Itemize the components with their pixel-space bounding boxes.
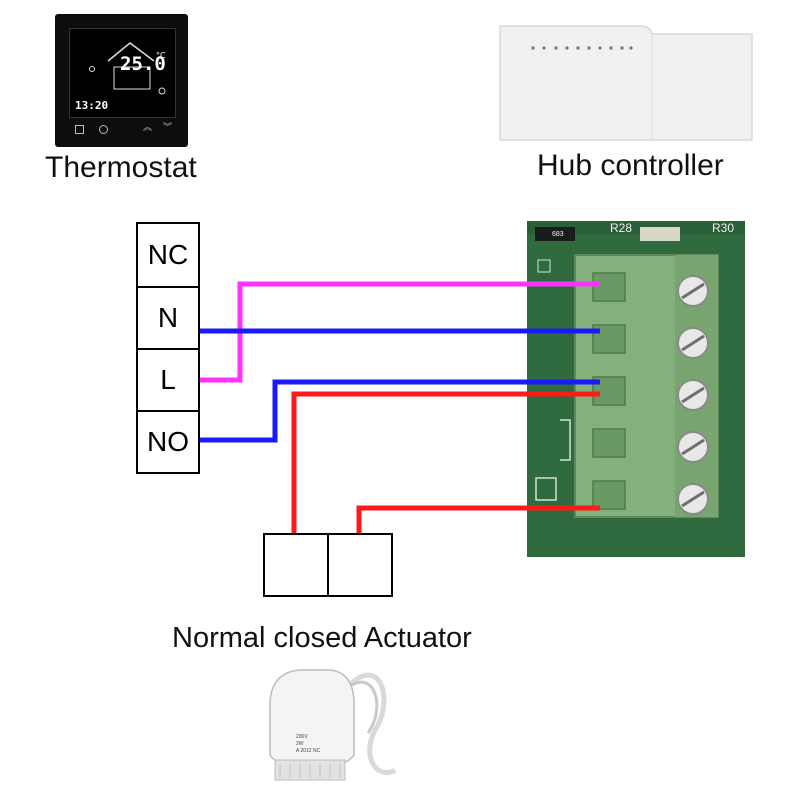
wire-actuator-red-2 (356, 505, 600, 533)
thermostat-temperature-unit: °C (156, 51, 166, 60)
thermostat-caption: Thermostat (45, 151, 197, 184)
terminal-no: NO (136, 410, 200, 474)
thermostat-image: 25.0 °C 13:20 ︽ ︾ (55, 14, 188, 147)
actuator-label-voltage: 230V (296, 734, 308, 740)
pcb-label-r30: R30 (712, 221, 734, 235)
actuator-terminal-right (327, 533, 393, 597)
thermostat-screen: 25.0 °C 13:20 (69, 28, 176, 118)
pcb-label-683: 683 (552, 231, 564, 238)
terminal-n: N (136, 286, 200, 350)
thermostat-menu-icon (75, 125, 84, 134)
actuator-label-model: A 2012 NC (296, 748, 321, 754)
pcb-label-r28: R28 (610, 221, 632, 235)
actuator-label-power: 2W (296, 741, 304, 747)
wire-actuator-red-1 (291, 391, 600, 533)
house-outline-icon (89, 42, 166, 95)
thermostat-clock: 13:20 (75, 99, 109, 112)
thermostat-temperature: 25.0 (120, 53, 166, 75)
terminal-l: L (136, 348, 200, 412)
thermostat-clock-icon (99, 125, 108, 134)
terminal-nc: NC (136, 222, 200, 288)
thermostat-up-icon: ︽ (143, 122, 153, 132)
hub-caption: Hub controller (537, 149, 724, 182)
actuator-caption: Normal closed Actuator (172, 622, 472, 654)
wire-no-blue (200, 379, 600, 443)
thermostat-down-icon: ︾ (163, 122, 173, 132)
